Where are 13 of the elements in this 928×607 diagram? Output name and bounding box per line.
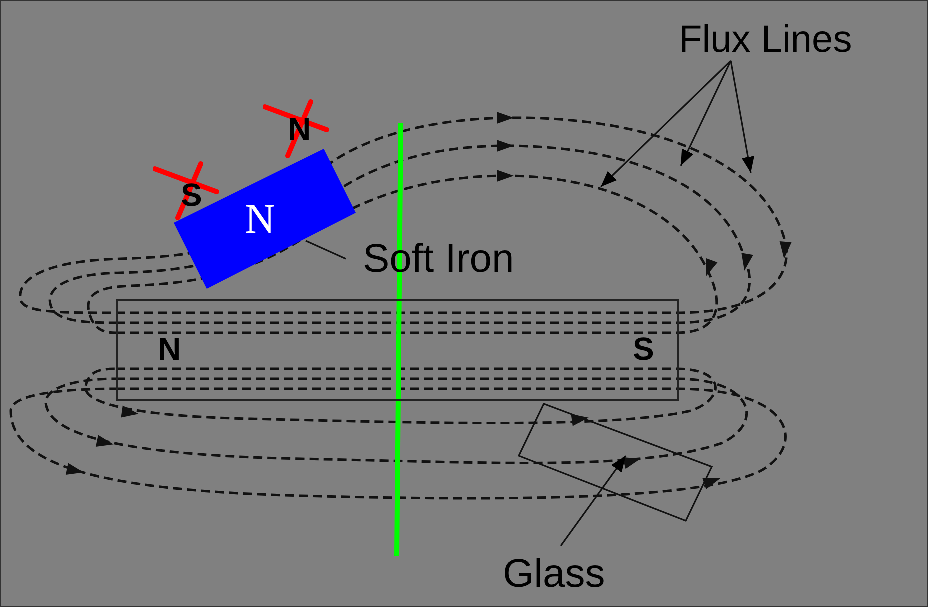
flux-line <box>87 170 718 334</box>
part-label: Glass <box>503 554 606 594</box>
glass-plate <box>518 403 714 522</box>
leader-arrow <box>730 60 754 174</box>
flux-line <box>19 112 792 314</box>
leader-arrow <box>600 60 732 188</box>
pole-label: S <box>633 333 654 365</box>
part-label: Flux Lines <box>679 21 852 59</box>
flux-line <box>48 140 754 324</box>
leader-line <box>306 240 346 260</box>
leader-arrow <box>680 60 732 166</box>
leader-arrow <box>560 456 627 546</box>
pole-label: N <box>158 333 182 365</box>
